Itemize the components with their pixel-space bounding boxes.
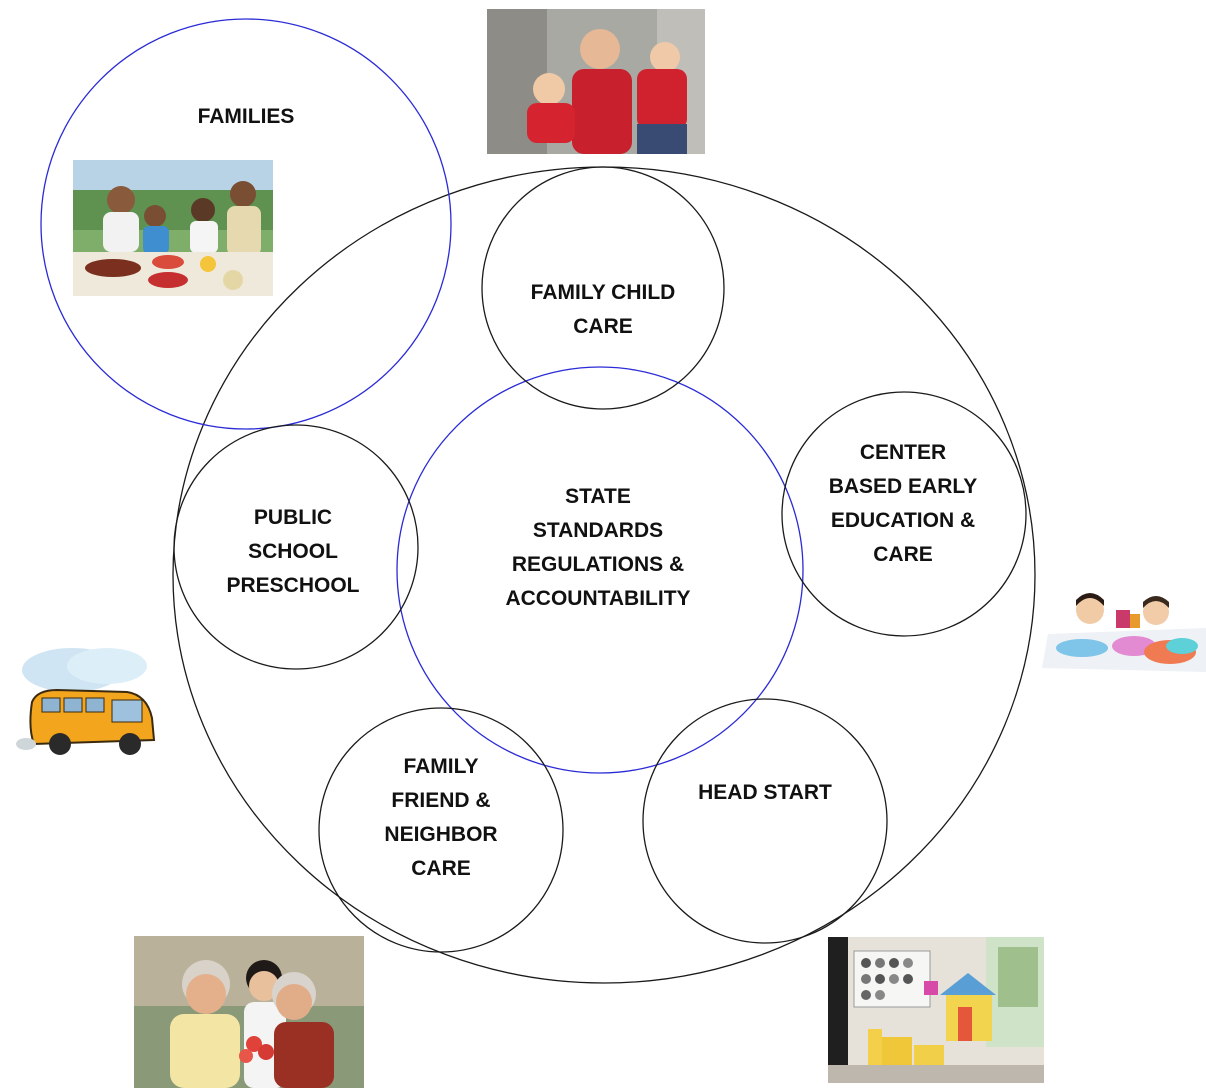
family-friend-line-2: FRIEND & [391,789,491,812]
father-children-photo [487,9,705,154]
family-child-care-line-2: CARE [573,315,633,338]
families-label: FAMILIES [176,100,316,134]
family-dinner-photo [73,160,273,296]
children-painting-photo [1042,588,1206,672]
family-child-care-label: FAMILY CHILD CARE [503,276,703,344]
families-circle [40,18,452,430]
state-standards-circle [396,366,804,774]
public-school-line-2: SCHOOL [248,540,338,563]
family-child-care-circle [481,166,725,410]
family-friend-line-3: NEIGHBOR [384,823,498,846]
family-friend-line-4: CARE [411,857,471,880]
public-school-label: PUBLIC SCHOOL PRESCHOOL [203,501,383,603]
head-start-text: HEAD START [698,781,832,804]
family-friend-circle [318,707,564,953]
family-friend-label: FAMILY FRIEND & NEIGHBOR CARE [351,750,531,886]
state-standards-label: STATE STANDARDS REGULATIONS & ACCOUNTABI… [478,480,718,616]
state-standards-line-1: STATE [565,485,631,508]
public-school-line-1: PUBLIC [253,506,333,529]
state-standards-line-3: REGULATIONS & [511,553,685,576]
state-standards-line-4: ACCOUNTABILITY [505,587,691,610]
center-based-circle [781,391,1027,637]
playroom-photo [828,937,1044,1083]
public-school-circle [173,424,419,670]
center-based-label: CENTER BASED EARLY EDUCATION & CARE [803,436,1003,572]
families-text: FAMILIES [197,105,295,128]
center-based-line-3: EDUCATION & [830,509,976,532]
grandparents-photo [134,936,364,1088]
center-based-line-2: BASED EARLY [828,475,978,498]
center-based-line-1: CENTER [859,441,947,464]
family-friend-line-1: FAMILY [403,755,479,778]
head-start-label: HEAD START [675,776,855,810]
center-based-line-4: CARE [873,543,933,566]
family-child-care-line-1: FAMILY CHILD [530,281,676,304]
head-start-circle [642,698,888,944]
public-school-line-3: PRESCHOOL [226,574,360,597]
school-bus-illustration [12,640,162,768]
state-standards-line-2: STANDARDS [532,519,664,542]
